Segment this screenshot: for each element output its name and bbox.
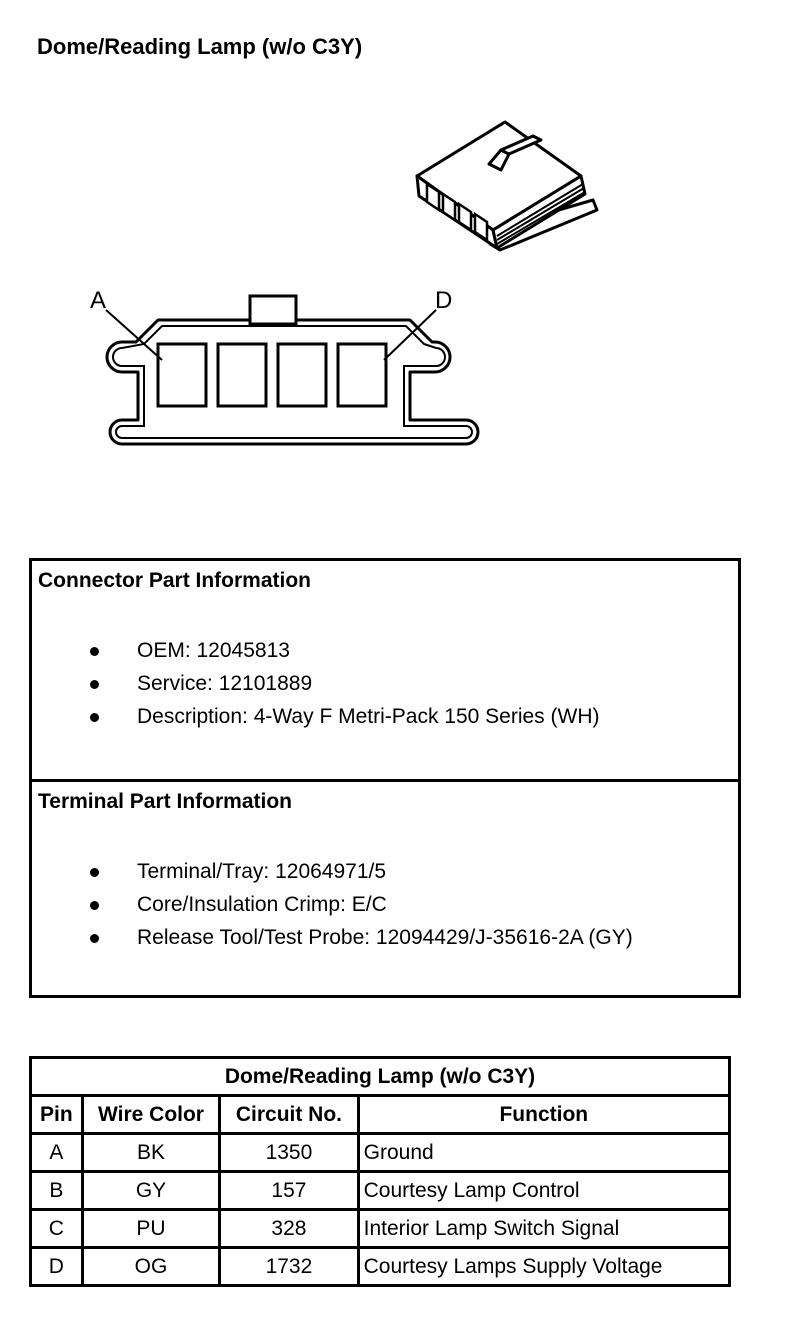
circuit-no-cell: 1732 [218, 1246, 360, 1287]
bullet-icon [90, 934, 99, 943]
connector-front-view: A D [90, 287, 480, 446]
list-item-text: Core/Insulation Crimp: E/C [137, 893, 387, 916]
function-cell: Courtesy Lamp Control [356, 1170, 732, 1211]
pin-cell: B [29, 1170, 84, 1211]
table-row: C PU 328 Interior Lamp Switch Signal [29, 1208, 732, 1249]
column-header-pin: Pin [29, 1094, 84, 1135]
wire-color-cell: PU [80, 1208, 222, 1249]
bullet-icon [90, 713, 99, 722]
pin-cell: A [29, 1132, 84, 1173]
wire-color-cell: BK [80, 1132, 222, 1173]
pin-cavity-c [276, 342, 328, 408]
leader-line-a [105, 309, 163, 361]
list-item-text: Release Tool/Test Probe: 12094429/J-3561… [137, 926, 633, 949]
circuit-no-cell: 328 [218, 1208, 360, 1249]
pin-cavity-b [216, 342, 268, 408]
pin-label-a: A [90, 287, 106, 314]
section-heading: Connector Part Information [38, 569, 312, 592]
column-header-circuit-no: Circuit No. [218, 1094, 360, 1135]
function-cell: Courtesy Lamps Supply Voltage [356, 1246, 732, 1287]
pin-table: Dome/Reading Lamp (w/o C3Y) Pin Wire Col… [29, 1056, 732, 1287]
connector-isometric-illustration [415, 120, 599, 252]
list-item-text: Service: 12101889 [137, 672, 313, 695]
function-cell: Interior Lamp Switch Signal [356, 1208, 732, 1249]
section-heading: Terminal Part Information [38, 790, 292, 813]
pin-cavity-d [336, 342, 388, 408]
page-title: Dome/Reading Lamp (w/o C3Y) [37, 34, 363, 59]
table-row: B GY 157 Courtesy Lamp Control [29, 1170, 732, 1211]
circuit-no-cell: 157 [218, 1170, 360, 1211]
terminal-part-information: Terminal Part Information Terminal/Tray:… [32, 782, 738, 995]
table-caption-row: Dome/Reading Lamp (w/o C3Y) [29, 1056, 731, 1097]
table-row: D OG 1732 Courtesy Lamps Supply Voltage [29, 1246, 732, 1287]
pin-cell: D [29, 1246, 84, 1287]
bullet-icon [90, 647, 99, 656]
pin-cavity-a [156, 342, 208, 408]
leader-line-d [383, 309, 437, 361]
latch-tab [248, 294, 298, 326]
pin-label-d: D [435, 287, 452, 314]
bullet-icon [90, 868, 99, 877]
bullet-icon [90, 680, 99, 689]
list-item-text: OEM: 12045813 [137, 639, 290, 662]
bullet-icon [90, 901, 99, 910]
column-header-wire-color: Wire Color [80, 1094, 222, 1135]
table-caption: Dome/Reading Lamp (w/o C3Y) [29, 1056, 731, 1097]
table-row: A BK 1350 Ground [29, 1132, 732, 1173]
part-information-box: Connector Part Information OEM: 12045813… [29, 558, 741, 998]
list-item-text: Terminal/Tray: 12064971/5 [137, 860, 387, 883]
wire-color-cell: GY [80, 1170, 222, 1211]
circuit-no-cell: 1350 [218, 1132, 360, 1173]
wire-color-cell: OG [80, 1246, 222, 1287]
column-header-function: Function [356, 1094, 732, 1135]
connector-part-information: Connector Part Information OEM: 12045813… [32, 561, 738, 782]
pin-cell: C [29, 1208, 84, 1249]
function-cell: Ground [356, 1132, 732, 1173]
table-header-row: Pin Wire Color Circuit No. Function [29, 1094, 732, 1135]
list-item-text: Description: 4-Way F Metri-Pack 150 Seri… [137, 705, 600, 728]
